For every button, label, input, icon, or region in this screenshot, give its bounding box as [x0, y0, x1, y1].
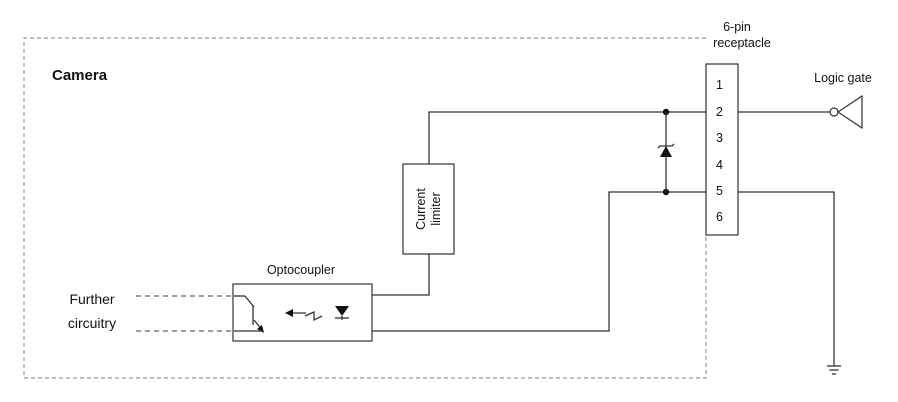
- pin2-wire: [428, 111, 706, 164]
- current-limiter-box: [402, 163, 455, 255]
- current-limiter-line1: Current: [414, 188, 428, 230]
- pin-5-label: 5: [716, 184, 723, 198]
- ground-icon: [827, 365, 841, 375]
- pin-1-label: 1: [716, 78, 723, 92]
- light-arrow-icon: [285, 309, 323, 322]
- pin-2-label: 2: [716, 105, 723, 119]
- pin-6-label: 6: [716, 210, 723, 224]
- pin5-ground-wire: [738, 191, 835, 366]
- connector-title-line2: receptacle: [713, 36, 771, 50]
- pin-3-label: 3: [716, 131, 723, 145]
- optocoupler-label: Optocoupler: [267, 263, 335, 277]
- logic-gate-label: Logic gate: [814, 71, 872, 85]
- connector-pins: 1 2 3 4 5 6: [716, 78, 723, 224]
- current-limiter-line2: limiter: [429, 192, 443, 225]
- logic-gate-symbol: [836, 94, 863, 130]
- further-label-line1: Further: [69, 291, 114, 307]
- phototransistor-icon: [234, 295, 264, 333]
- zener-diode-icon: [657, 143, 675, 157]
- connector-title-line1: 6-pin: [723, 20, 751, 34]
- led-icon: [335, 306, 349, 320]
- camera-boundary: [23, 37, 707, 379]
- further-label-line2: circuitry: [68, 315, 116, 331]
- inverter-bubble: [829, 107, 839, 117]
- camera-title: Camera: [52, 67, 108, 84]
- pin-4-label: 4: [716, 158, 723, 172]
- connector-block: [705, 63, 739, 236]
- pin5-return-wire: [341, 191, 706, 332]
